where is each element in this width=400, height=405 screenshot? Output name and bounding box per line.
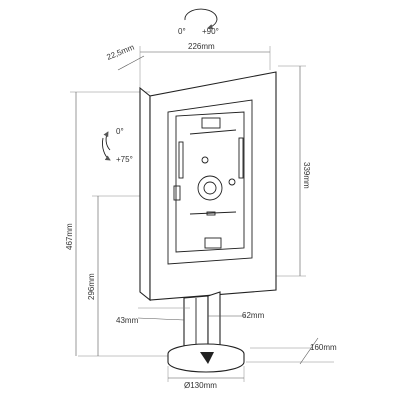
rotation-top-start: 0°	[178, 27, 186, 36]
rotation-side-start: 0°	[116, 127, 124, 136]
base-diameter-label: Ø130mm	[184, 381, 217, 390]
mount-post	[183, 291, 221, 353]
rotation-top-end: +90°	[202, 27, 219, 36]
base-diameter-dimension-line	[167, 366, 245, 382]
total-height-label: 467mm	[65, 223, 74, 250]
panel-height-label: 339mm	[302, 162, 311, 189]
post-depth-label: 62mm	[242, 311, 265, 320]
depth-dimension-line	[117, 55, 145, 71]
base-depth-label: 160mm	[310, 343, 337, 352]
base-depth-dimension-line	[246, 337, 334, 365]
post-width-dimension-line	[137, 307, 190, 321]
rotation-top-icon	[184, 8, 218, 30]
post-width-label: 43mm	[116, 316, 139, 325]
width-label: 226mm	[188, 42, 215, 51]
tablet-enclosure	[139, 71, 277, 302]
width-dimension-line	[139, 46, 271, 88]
mount-base	[167, 343, 245, 373]
depth-label: 22,5mm	[105, 43, 135, 62]
rotation-side-end: +75°	[116, 155, 133, 164]
rotation-side-icon	[102, 131, 111, 161]
base-height-label: 296mm	[87, 273, 96, 300]
